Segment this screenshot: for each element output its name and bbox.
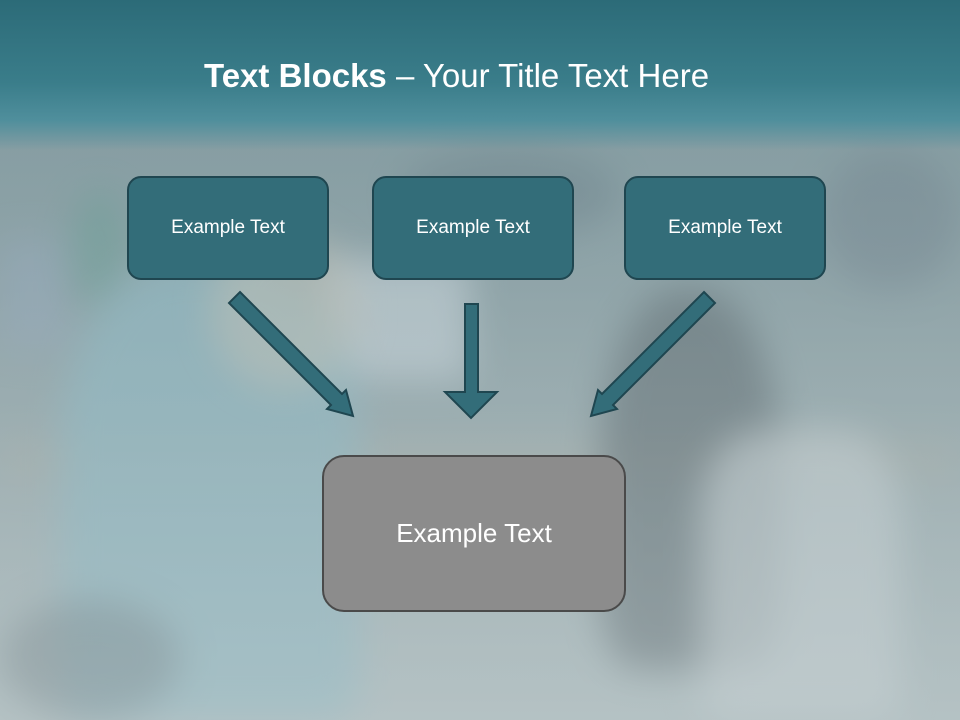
title-rest-part: – Your Title Text Here	[386, 57, 710, 94]
title-bold-part: Text Blocks	[204, 57, 387, 94]
text-block-label: Example Text	[668, 217, 782, 238]
arrow-down-icon[interactable]	[442, 303, 500, 420]
text-block-top-center[interactable]: Example Text	[372, 176, 574, 280]
text-block-label: Example Text	[396, 518, 552, 548]
arrow-down-left-icon[interactable]	[589, 290, 717, 418]
title-band	[0, 0, 960, 150]
text-block-bottom[interactable]: Example Text	[322, 455, 626, 612]
text-block-top-left[interactable]: Example Text	[127, 176, 329, 280]
arrow-down-right-icon[interactable]	[227, 290, 355, 418]
text-block-top-right[interactable]: Example Text	[624, 176, 826, 280]
text-block-label: Example Text	[171, 217, 285, 238]
text-block-label: Example Text	[416, 217, 530, 238]
slide-title[interactable]: Text Blocks – Your Title Text Here	[204, 56, 709, 96]
